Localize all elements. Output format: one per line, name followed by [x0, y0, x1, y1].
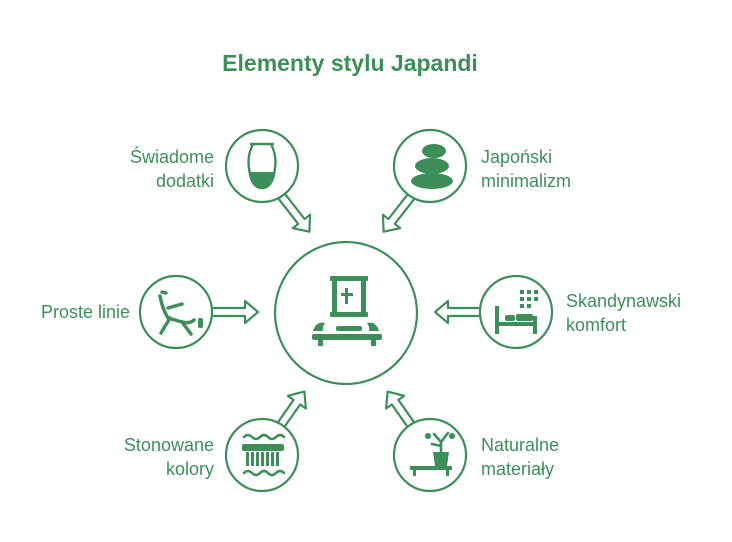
page-title: Elementy stylu Japandi: [222, 50, 478, 76]
label-line: Proste linie: [40, 302, 130, 322]
label-line: komfort: [566, 315, 627, 335]
vase-icon: [247, 142, 277, 190]
label-proste-linie: Proste linie: [10, 300, 130, 324]
label-line: Stonowane: [123, 435, 214, 455]
node-circle-naturalne-materialy: [392, 417, 468, 493]
label-line: Japoński: [481, 147, 553, 167]
label-swiadome-dodatki: Świadome dodatki: [80, 145, 214, 193]
arrow-top-left: [274, 188, 312, 233]
node-circle-proste-linie: [138, 274, 214, 350]
label-line: Skandynawski: [566, 291, 682, 311]
label-stonowane-kolory: Stonowane kolory: [80, 433, 214, 481]
label-line: minimalizm: [481, 171, 571, 191]
arrow-left: [206, 299, 260, 325]
bed-icon: [495, 290, 538, 334]
zen-altar-icon: [312, 276, 382, 346]
label-japonski-minimalizm: Japoński minimalizm: [481, 145, 631, 193]
label-line: Świadome: [129, 147, 214, 167]
node-circle-skandynawski-komfort: [478, 274, 554, 350]
lounge-chair-icon: [158, 290, 203, 336]
label-skandynawski-komfort: Skandynawski komfort: [566, 289, 726, 337]
label-line: kolory: [165, 459, 214, 479]
arrow-top-right: [381, 188, 419, 233]
stacked-stones-icon: [411, 144, 453, 189]
label-naturalne-materialy: Naturalne materiały: [481, 433, 631, 481]
node-circle-swiadome-dodatki: [224, 128, 300, 204]
paint-brush-icon: [242, 433, 286, 477]
bonsai-table-icon: [410, 431, 455, 476]
arrow-right: [433, 299, 487, 325]
label-line: dodatki: [155, 171, 214, 191]
label-line: materiały: [481, 459, 555, 479]
label-line: Naturalne: [481, 435, 560, 455]
